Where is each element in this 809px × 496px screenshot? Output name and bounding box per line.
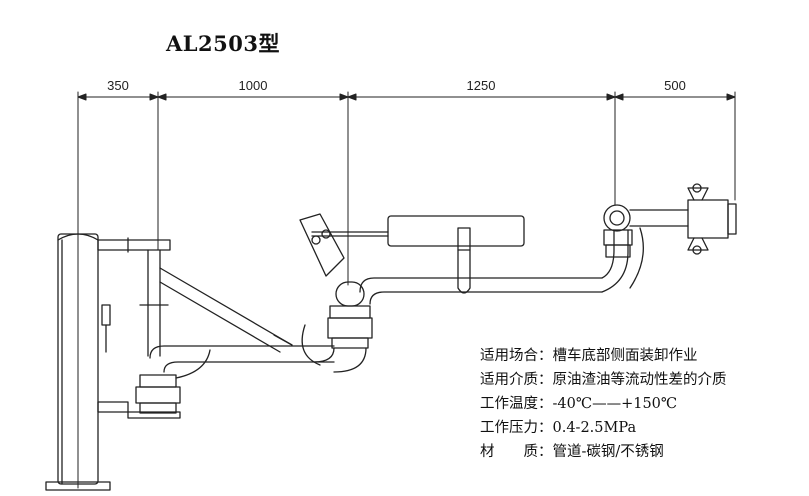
bracket-brace	[101, 249, 293, 357]
spec-value: 原油渣油等流动性差的介质	[552, 372, 727, 388]
spec-value: 槽车底部侧面装卸作业	[552, 348, 698, 364]
spec-label: 适用介质：	[480, 372, 553, 388]
support-post	[45, 233, 171, 491]
dimension-label: 1000	[239, 78, 268, 93]
spec-row: 适用介质：原油渣油等流动性差的介质	[480, 372, 727, 388]
inner-arm-pipe	[127, 324, 335, 419]
spec-row: 工作温度：-40℃——+150℃	[480, 396, 677, 412]
balance-cylinder	[299, 213, 525, 294]
spec-label: 适用场合：	[480, 348, 553, 364]
spec-label: 工作压力：	[480, 420, 553, 436]
spec-value: -40℃——+150℃	[552, 396, 678, 412]
dimension-label: 500	[664, 78, 686, 93]
dimension-label: 350	[107, 78, 129, 93]
spec-row: 工作压力：0.4-2.5MPa	[480, 420, 636, 436]
dimension-lines	[77, 91, 736, 489]
dimension-label: 1250	[467, 78, 496, 93]
middle-swivel	[313, 281, 373, 373]
outer-arm-pipe	[359, 204, 689, 305]
spec-label: 工作温度：	[480, 396, 553, 412]
spec-value: 0.4-2.5MPa	[552, 420, 637, 436]
spec-value: 管道-碳钢/不锈钢	[552, 444, 664, 460]
spec-row: 适用场合：槽车底部侧面装卸作业	[480, 348, 698, 364]
spec-row: 材 质：管道-碳钢/不锈钢	[480, 444, 664, 460]
model-title: AL2503型	[166, 31, 281, 56]
quick-coupler	[687, 183, 737, 255]
spec-label: 材 质：	[480, 444, 553, 460]
